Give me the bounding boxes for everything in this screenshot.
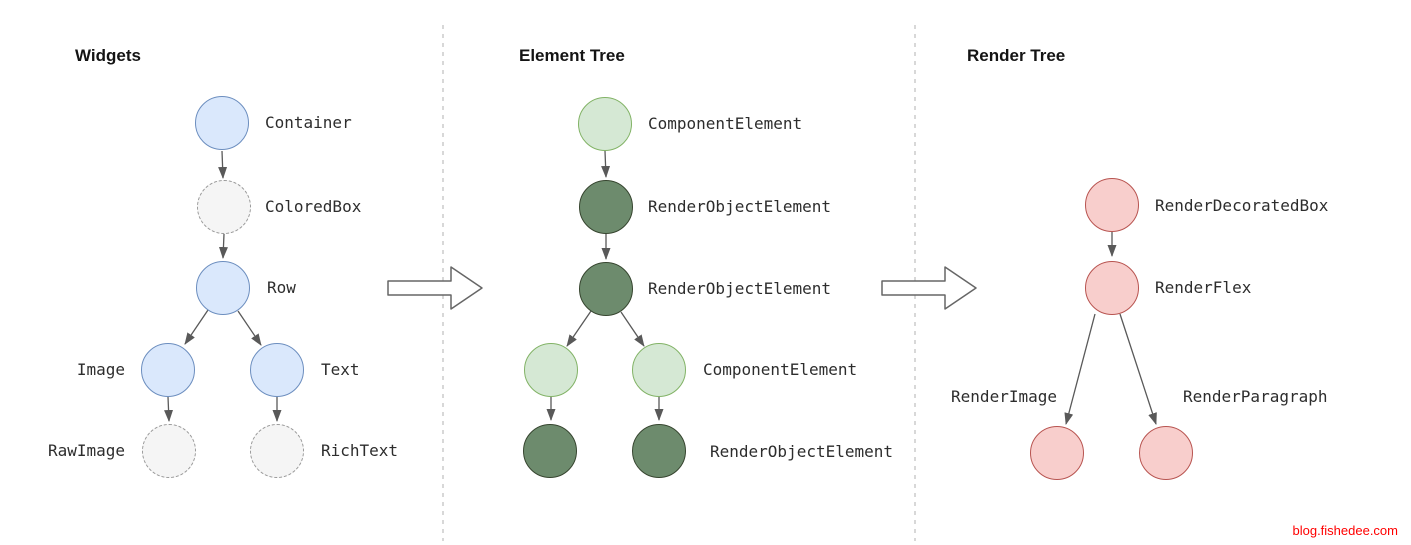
- node-render-flex: [1085, 261, 1139, 315]
- node-render-object-element-2: [579, 262, 633, 316]
- label-text: Text: [321, 360, 360, 379]
- label-render-object-element-2: RenderObjectElement: [648, 279, 832, 298]
- label-render-decorated-box: RenderDecoratedBox: [1155, 196, 1329, 215]
- node-component-element-left: [524, 343, 578, 397]
- edge-container-coloredbox: [218, 150, 228, 179]
- edge-roe2-component-left: [566, 310, 592, 347]
- panel-title-widgets: Widgets: [75, 46, 141, 65]
- label-component-element-children: ComponentElement: [703, 360, 858, 379]
- node-render-object-element-leaf-right: [632, 424, 686, 478]
- node-image: [141, 343, 195, 397]
- node-richtext: [250, 424, 304, 478]
- label-render-flex: RenderFlex: [1155, 278, 1252, 297]
- edge-row-image: [184, 309, 209, 345]
- node-render-decorated-box: [1085, 178, 1139, 232]
- transition-arrow-elements-to-render: [881, 266, 977, 310]
- edge-component-roe1: [601, 150, 611, 178]
- node-container: [195, 96, 249, 150]
- label-render-object-element-1: RenderObjectElement: [648, 197, 832, 216]
- label-render-paragraph: RenderParagraph: [1183, 387, 1328, 406]
- node-render-object-element-1: [579, 180, 633, 234]
- node-render-object-element-leaf-left: [523, 424, 577, 478]
- label-coloredbox: ColoredBox: [265, 197, 362, 216]
- node-row: [196, 261, 250, 315]
- panel-title-element-tree: Element Tree: [519, 46, 625, 65]
- edge-row-text: [237, 310, 262, 346]
- label-render-object-element-leaves: RenderObjectElement: [710, 442, 894, 461]
- label-rawimage: RawImage: [47, 441, 125, 460]
- edge-coloredbox-row: [218, 233, 228, 259]
- label-image: Image: [76, 360, 125, 379]
- node-rawimage: [142, 424, 196, 478]
- label-container: Container: [265, 113, 352, 132]
- node-text: [250, 343, 304, 397]
- label-render-image: RenderImage: [951, 387, 1057, 406]
- panel-title-render-tree: Render Tree: [967, 46, 1066, 65]
- edge-roe2-component-right: [620, 311, 645, 347]
- node-component-element-root: [578, 97, 632, 151]
- transition-arrow-widgets-to-elements: [387, 266, 483, 310]
- edge-flex-renderparagraph: [1119, 313, 1157, 425]
- watermark-blog-url: blog.fishedee.com: [1292, 523, 1398, 538]
- node-coloredbox: [197, 180, 251, 234]
- node-component-element-right: [632, 343, 686, 397]
- node-render-image: [1030, 426, 1084, 480]
- label-component-element-root: ComponentElement: [648, 114, 803, 133]
- edge-image-rawimage: [164, 396, 174, 422]
- label-richtext: RichText: [321, 441, 399, 460]
- label-row: Row: [267, 278, 296, 297]
- node-render-paragraph: [1139, 426, 1193, 480]
- edge-flex-renderimage: [1064, 313, 1096, 425]
